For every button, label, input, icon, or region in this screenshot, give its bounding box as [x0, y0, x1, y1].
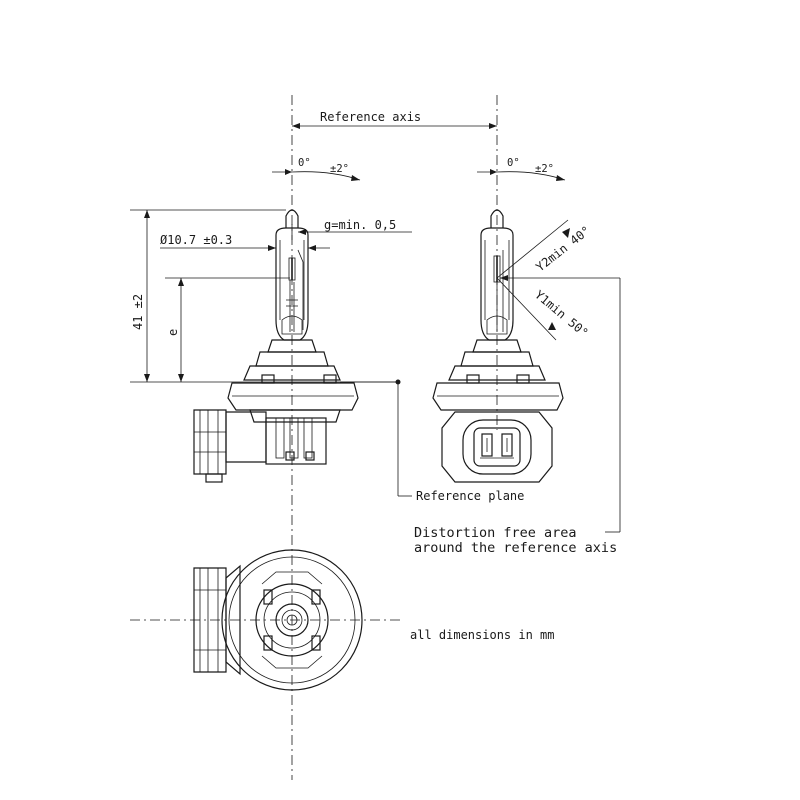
- all-dimensions-note: all dimensions in mm: [410, 628, 555, 642]
- reference-axis-label: Reference axis: [320, 110, 421, 124]
- reference-plane-label: Reference plane: [416, 489, 524, 503]
- y1min-label: Y1min 50°: [532, 288, 591, 341]
- diameter-dimension: Ø10.7 ±0.3: [160, 233, 330, 251]
- reference-plane-leader: Reference plane: [340, 379, 524, 503]
- left-bulb-side-view: [193, 209, 359, 483]
- angle-tolerance-left: 0° ±2°: [272, 157, 361, 181]
- bottom-base-top-view: [193, 549, 363, 691]
- right-bulb-front-view: [432, 209, 564, 483]
- gap-dimension: g=min. 0,5: [291, 218, 412, 240]
- distortion-free-leader: Distortion free area around the referenc…: [414, 275, 621, 556]
- angle-right-tolerance: ±2°: [535, 163, 554, 175]
- diameter-label: Ø10.7 ±0.3: [160, 233, 232, 247]
- angle-left-zero: 0°: [298, 157, 311, 169]
- y2min-label: Y2min 40°: [533, 223, 593, 274]
- e-label: e: [166, 329, 180, 336]
- distortion-label-line2: around the reference axis: [414, 540, 617, 556]
- gap-label: g=min. 0,5: [324, 218, 396, 232]
- angle-tolerance-right: 0° ±2°: [477, 157, 566, 181]
- angle-right-zero: 0°: [507, 157, 520, 169]
- angle-lines-y: Y2min 40° Y1min 50°: [496, 219, 593, 341]
- angle-left-tolerance: ±2°: [330, 163, 349, 175]
- height-label: 41 ±2: [131, 294, 145, 330]
- distortion-label-line1: Distortion free area: [414, 525, 577, 541]
- reference-axis-dimension: Reference axis: [292, 110, 497, 129]
- e-dimension: e: [165, 277, 290, 382]
